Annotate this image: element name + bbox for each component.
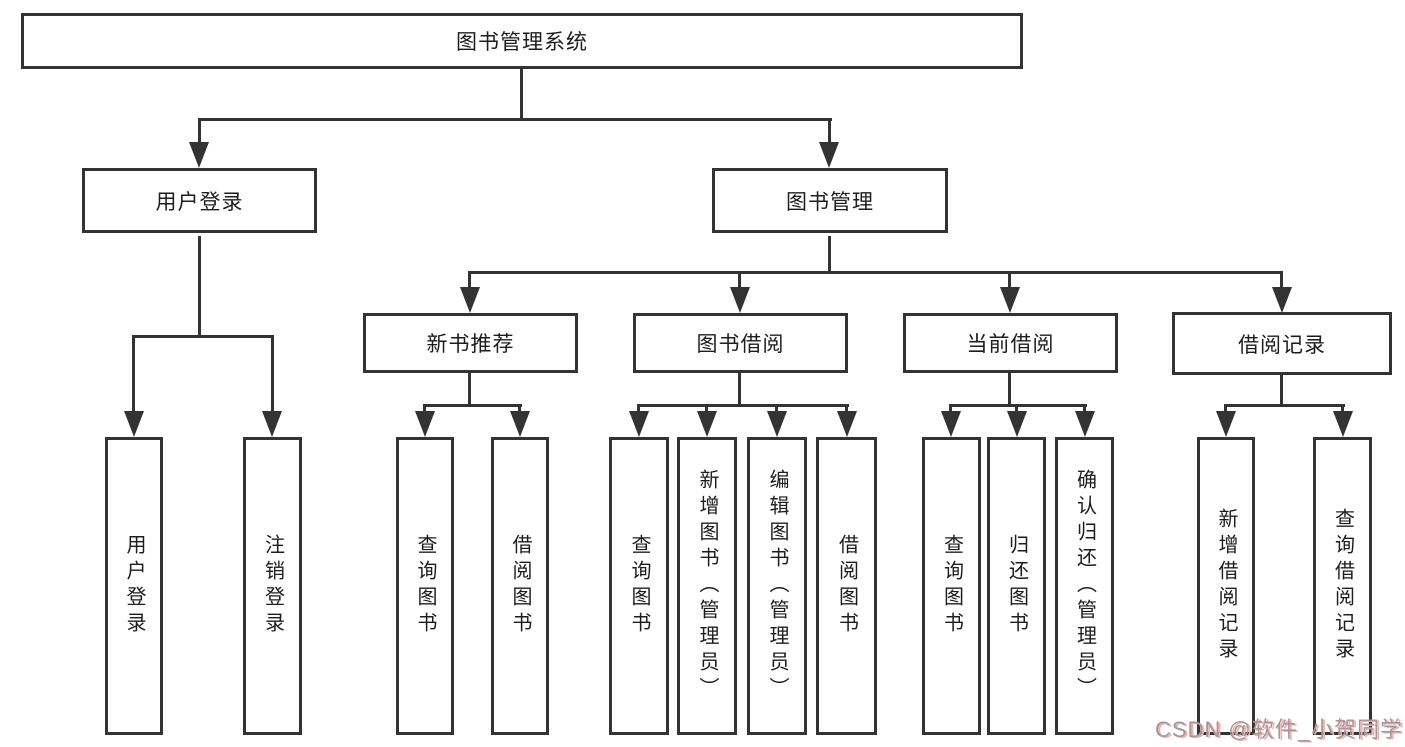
arrow-down-icon <box>1333 411 1353 437</box>
connector-line <box>828 236 831 274</box>
leaf-borrow-books: 借阅图书 <box>816 437 877 735</box>
connector-line <box>1224 404 1345 407</box>
connector-line <box>132 335 274 338</box>
arrow-down-icon <box>189 142 209 168</box>
arrow-down-icon <box>510 411 530 437</box>
node-user-login: 用户登录 <box>82 168 317 233</box>
leaf-borrow-books-recommend: 借阅图书 <box>491 437 549 735</box>
arrow-down-icon <box>124 411 144 437</box>
arrow-down-icon <box>1007 411 1027 437</box>
connector-line <box>423 404 522 407</box>
node-book-management: 图书管理 <box>712 168 948 233</box>
leaf-query-books-current: 查询图书 <box>922 437 981 735</box>
arrow-down-icon <box>941 411 961 437</box>
leaf-return-books: 归还图书 <box>987 437 1046 735</box>
leaf-confirm-return-admin: 确认归还（管理员） <box>1055 437 1114 735</box>
connector-line <box>198 236 201 338</box>
leaf-add-borrow-record: 新增借阅记录 <box>1197 437 1255 735</box>
connector-line <box>738 373 741 407</box>
arrow-down-icon <box>415 411 435 437</box>
node-root-library-system: 图书管理系统 <box>21 13 1023 69</box>
leaf-edit-books-admin: 编辑图书（管理员） <box>747 437 807 735</box>
arrow-down-icon <box>730 287 750 313</box>
arrow-down-icon <box>697 411 717 437</box>
arrow-down-icon <box>460 287 480 313</box>
arrow-down-icon <box>1000 287 1020 313</box>
leaf-query-books-borrowing: 查询图书 <box>609 437 669 735</box>
node-new-book-recommend: 新书推荐 <box>363 313 578 373</box>
arrow-down-icon <box>767 411 787 437</box>
leaf-user-login: 用户登录 <box>105 437 163 735</box>
arrow-down-icon <box>1272 287 1292 313</box>
leaf-query-borrow-record: 查询借阅记录 <box>1313 437 1372 735</box>
arrow-down-icon <box>1075 411 1095 437</box>
connector-line <box>637 404 849 407</box>
connector-line <box>949 404 1087 407</box>
node-book-borrowing: 图书借阅 <box>633 313 848 373</box>
leaf-add-books-admin: 新增图书（管理员） <box>677 437 737 735</box>
connector-line <box>132 335 135 430</box>
csdn-watermark: CSDN @软件_小贺同学 <box>1154 717 1403 742</box>
arrow-down-icon <box>262 411 282 437</box>
connector-line <box>468 373 471 407</box>
leaf-logout: 注销登录 <box>243 437 302 735</box>
connector-line <box>1280 375 1283 407</box>
node-borrowing-records: 借阅记录 <box>1172 312 1392 375</box>
connector-line <box>468 271 1283 274</box>
connector-line <box>271 335 274 430</box>
arrow-down-icon <box>629 411 649 437</box>
connector-line <box>1008 373 1011 407</box>
connector-line <box>520 69 523 120</box>
arrow-down-icon <box>819 142 839 168</box>
connector-line <box>198 118 201 158</box>
node-current-borrowing: 当前借阅 <box>903 313 1118 373</box>
connector-line <box>828 118 831 158</box>
leaf-query-books-recommend: 查询图书 <box>396 437 454 735</box>
connector-line <box>198 118 832 121</box>
arrow-down-icon <box>837 411 857 437</box>
arrow-down-icon <box>1216 411 1236 437</box>
